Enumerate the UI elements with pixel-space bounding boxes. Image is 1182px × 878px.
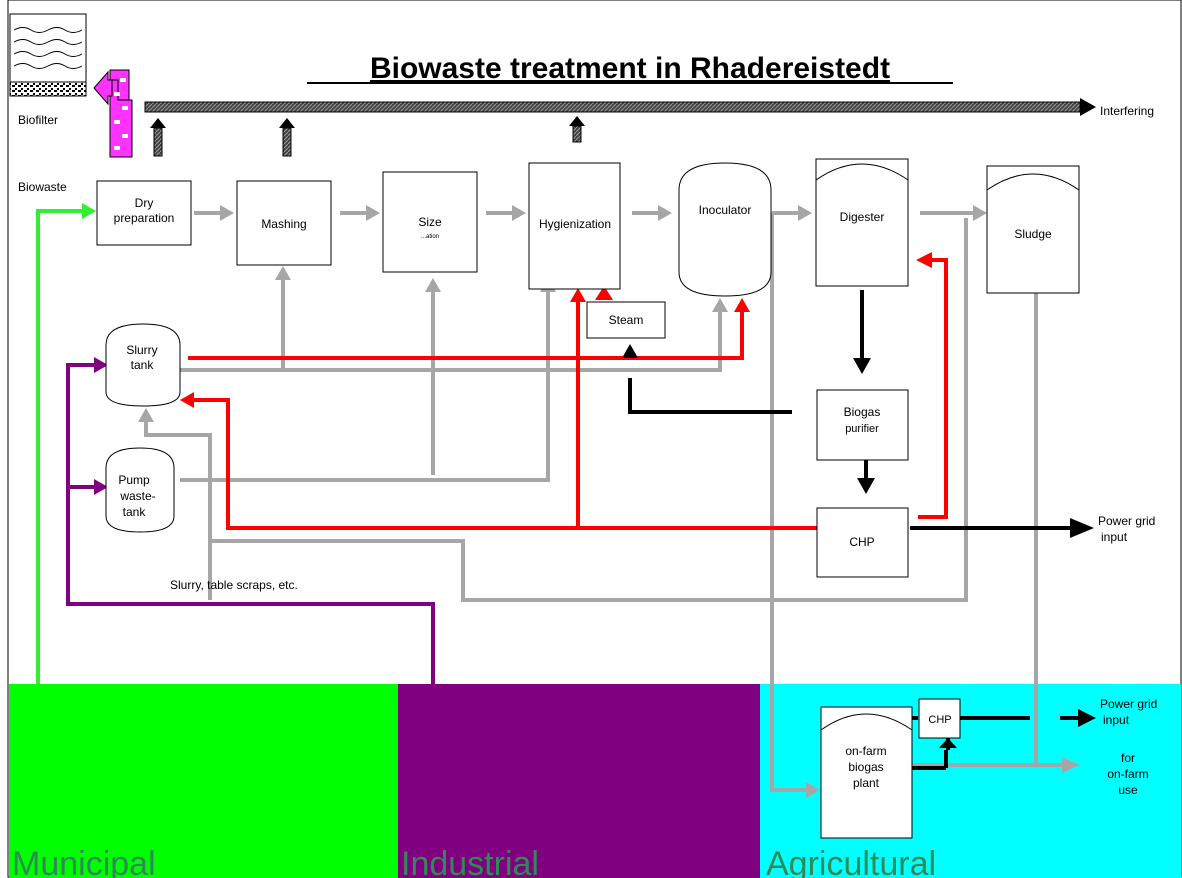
- interfering-up-arrow: [569, 116, 585, 143]
- interfering-flow: [144, 101, 1081, 113]
- farm-plant-label-1: on-farm: [845, 744, 886, 758]
- size-box: Size ...ation: [382, 171, 478, 273]
- pump-label-2: waste-: [119, 489, 155, 503]
- farm-plant-label-3: plant: [853, 776, 880, 790]
- exhaust-air-arrowhead: [93, 70, 113, 106]
- sludge-label: Sludge: [1014, 227, 1052, 241]
- exhaust-dashes: [114, 78, 128, 150]
- biofilter: Biofilter: [9, 13, 87, 127]
- slurry-tank-label-2: tank: [131, 358, 155, 372]
- slurry-tank: Slurry tank: [105, 323, 181, 407]
- interfering-arrowhead: [1080, 98, 1096, 116]
- biofilter-wave: [13, 27, 83, 33]
- power-grid-label-2: input: [1101, 530, 1128, 544]
- page-title: Biowaste treatment in Rhadereistedt: [370, 52, 890, 85]
- steam-box: Steam: [586, 301, 666, 339]
- sludge-tank: Sludge: [986, 165, 1080, 294]
- farm-power-grid-label-1: Power grid: [1100, 697, 1157, 711]
- interfering-up-arrow: [279, 118, 295, 157]
- municipal-label: Municipal: [12, 845, 156, 878]
- biowaste-flow: [36, 209, 84, 684]
- industrial-label: Industrial: [401, 845, 539, 878]
- for-farm-label-2: on-farm: [1107, 767, 1148, 781]
- size-label: Size: [418, 215, 442, 229]
- purple-slurry-flow: [66, 363, 435, 684]
- pump-label-3: tank: [123, 505, 147, 519]
- interfering-label: Interfering: [1100, 104, 1154, 118]
- purple-arrowhead: [94, 357, 108, 373]
- mashing-label: Mashing: [261, 217, 306, 231]
- agricultural-label: Agricultural: [766, 845, 936, 878]
- purple-arrowhead: [94, 479, 108, 495]
- pump-waste-tank: Pump waste- tank: [105, 447, 175, 533]
- inoculator-tank: Inoculator: [678, 162, 772, 297]
- steam-label: Steam: [609, 313, 644, 327]
- biogas-purifier-box: Biogas purifier: [816, 389, 909, 461]
- slurry-caption: Slurry, table scraps, etc.: [170, 578, 298, 592]
- farm-chp-label: CHP: [928, 714, 951, 726]
- for-farm-label-3: use: [1118, 783, 1138, 797]
- biowaste-label: Biowaste: [18, 180, 67, 194]
- biofilter-wave: [13, 39, 83, 45]
- digester-tank: Digester: [815, 158, 909, 287]
- slurry-tank-label-1: Slurry: [126, 343, 157, 357]
- biogas-label-2: purifier: [845, 423, 879, 435]
- red-arrowheads: [180, 252, 932, 408]
- for-farm-label-1: for: [1121, 751, 1135, 765]
- biofilter-media: [9, 81, 87, 97]
- power-grid-label-1: Power grid: [1098, 514, 1155, 528]
- industrial-sector: [398, 684, 760, 878]
- size-label-cut: ...ation: [421, 234, 439, 240]
- hygienization-box: Hygienization: [528, 162, 621, 290]
- red-heat-lines: [188, 258, 948, 530]
- inoculator-label: Inoculator: [699, 203, 752, 217]
- chp-label: CHP: [849, 535, 874, 549]
- digester-label: Digester: [840, 210, 885, 224]
- biofilter-wave: [13, 51, 83, 57]
- dry-preparation-box: Dry preparation: [96, 180, 192, 246]
- interfering-up-arrow: [150, 118, 166, 157]
- mashing-box: Mashing: [236, 180, 332, 266]
- dry-prep-label-1: Dry: [135, 196, 154, 210]
- biofilter-label: Biofilter: [18, 113, 58, 127]
- municipal-sector: [9, 684, 398, 878]
- grey-flow-lines: [144, 211, 1064, 792]
- biogas-label-1: Biogas: [844, 405, 881, 419]
- biowaste-arrowhead: [82, 203, 96, 219]
- chp-box: CHP: [816, 507, 909, 578]
- dry-prep-label-2: preparation: [114, 211, 175, 225]
- black-arrowheads: [622, 344, 1096, 748]
- exhaust-air-pipe-top: [109, 69, 130, 101]
- on-farm-biogas-plant: on-farm biogas plant: [820, 706, 913, 839]
- hygienization-label: Hygienization: [539, 217, 611, 231]
- biofilter-wave: [13, 63, 83, 69]
- farm-plant-label-2: biogas: [848, 760, 883, 774]
- pump-label-1: Pump: [118, 473, 150, 487]
- farm-chp-box: CHP: [918, 698, 961, 739]
- farm-power-grid-label-2: input: [1103, 713, 1130, 727]
